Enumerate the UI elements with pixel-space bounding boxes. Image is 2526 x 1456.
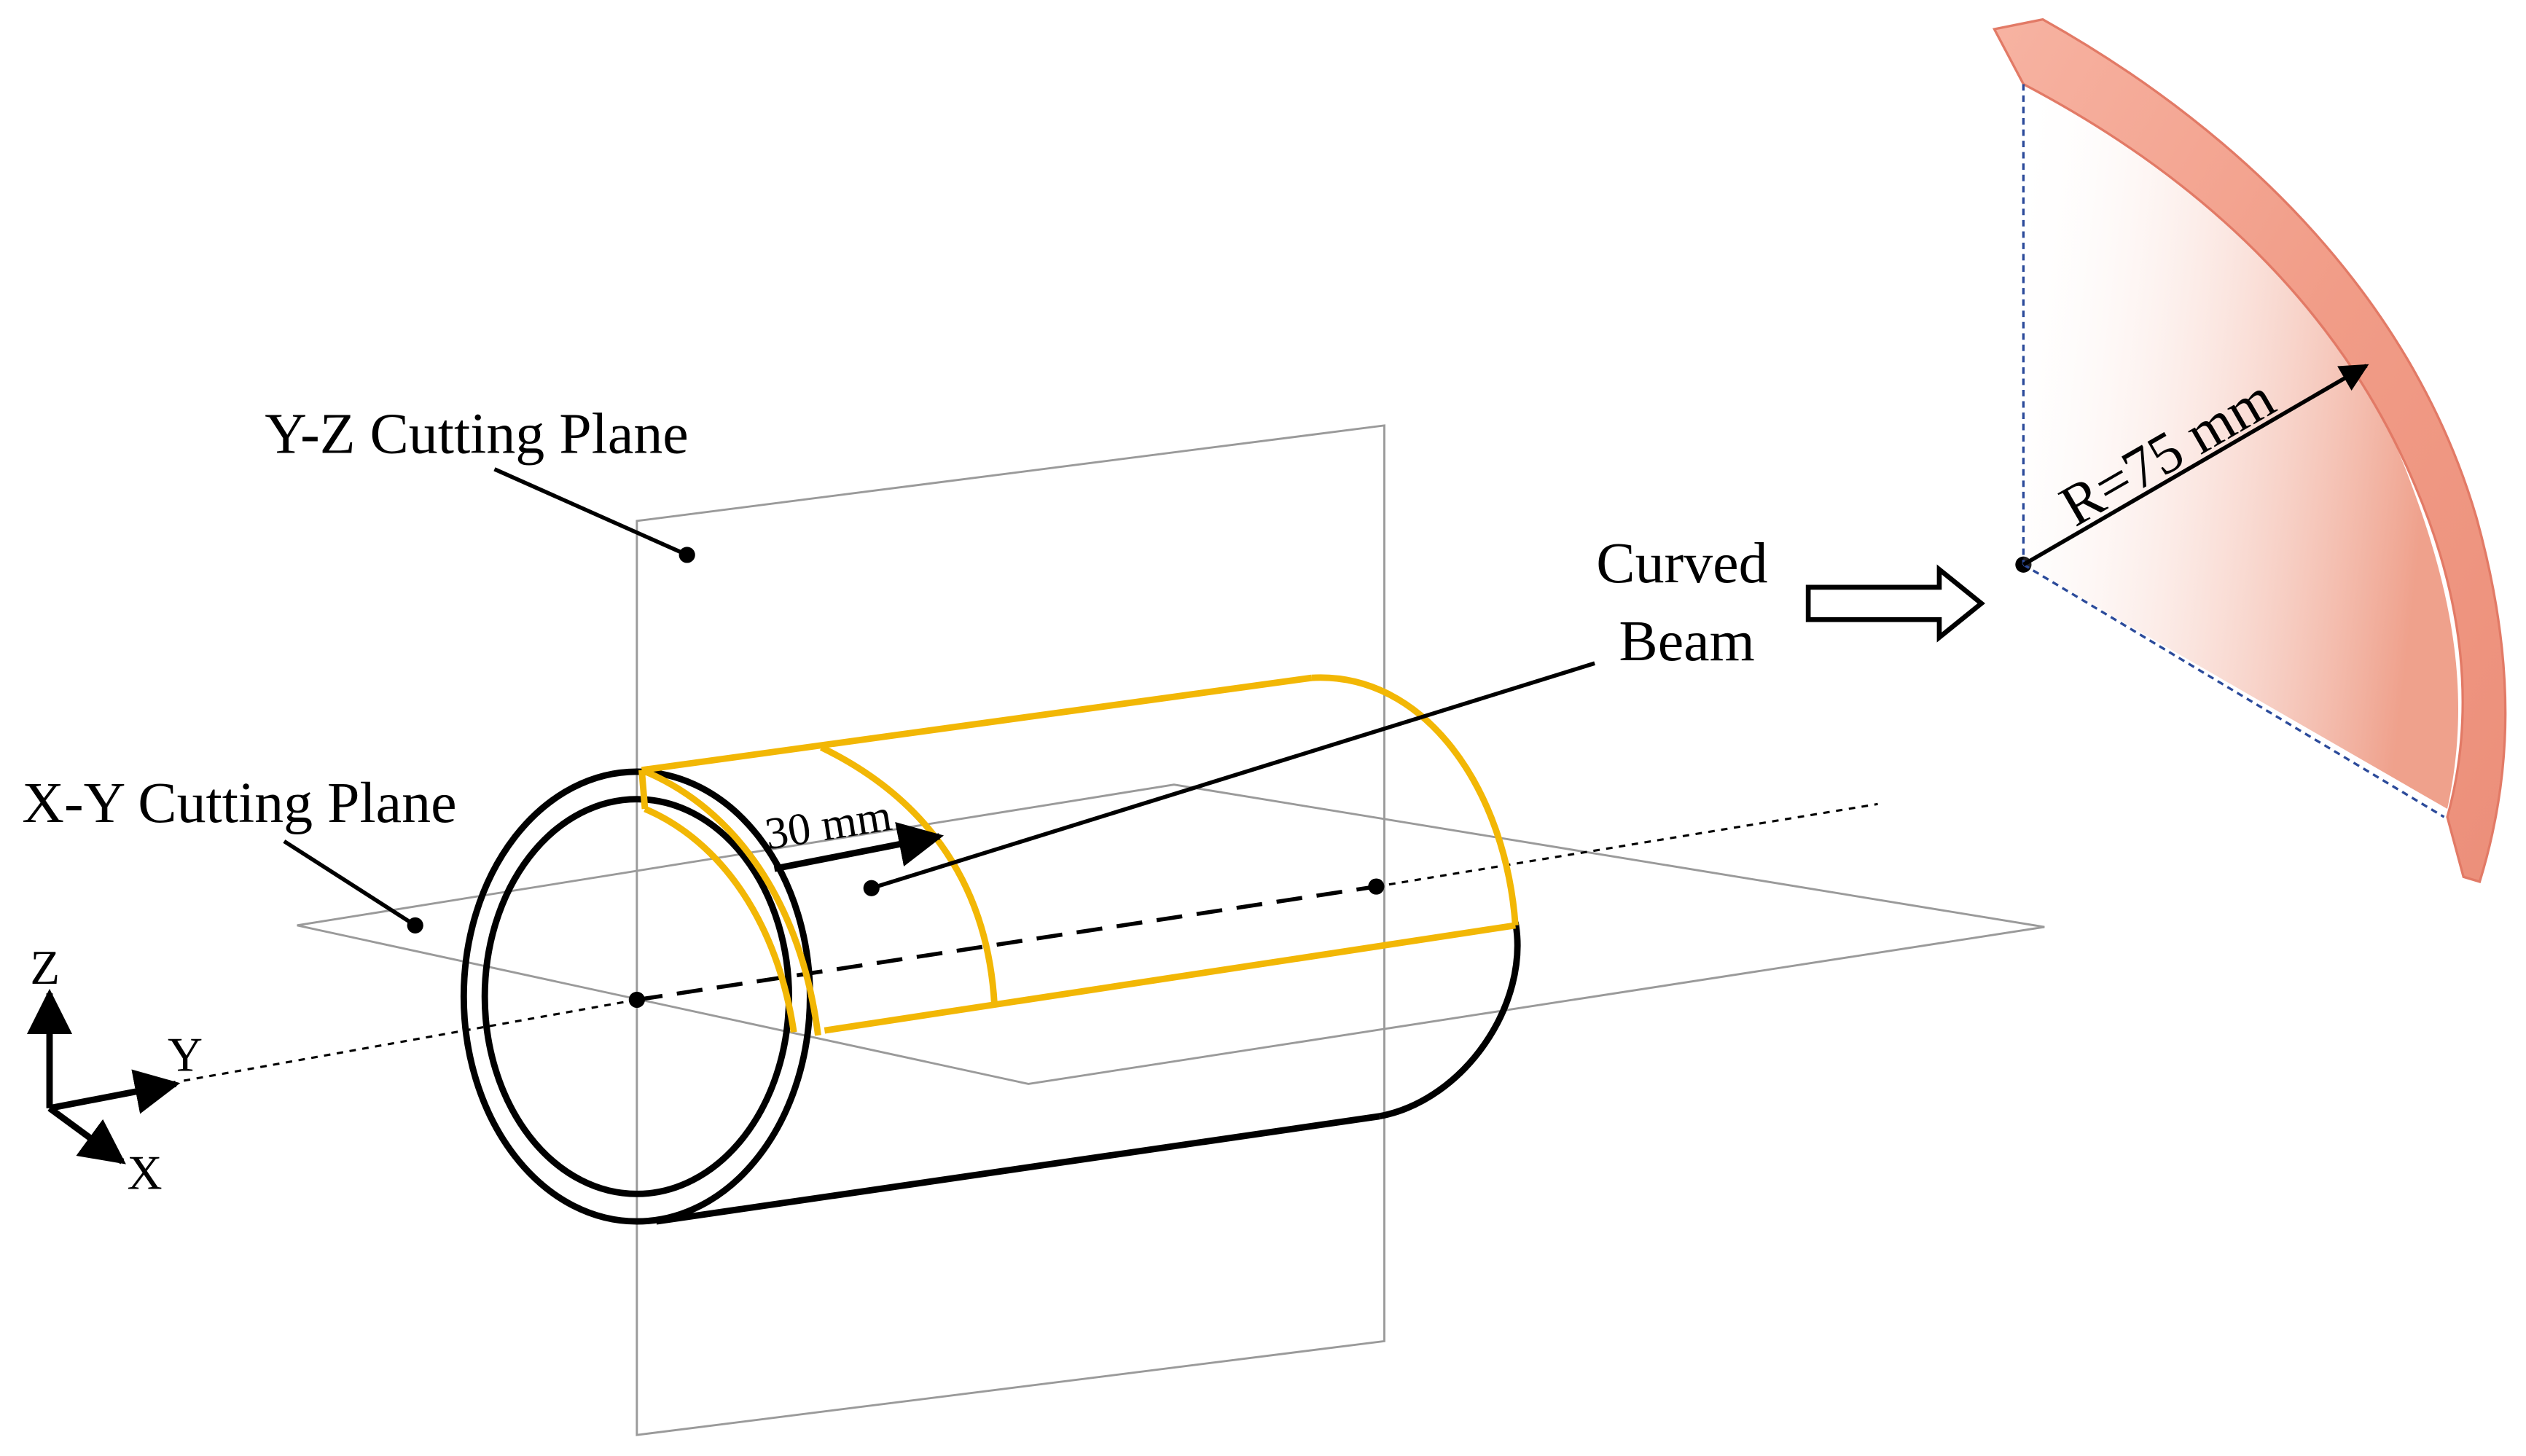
y-axis-extension [183, 998, 638, 1082]
yz-cutting-plane [636, 424, 1385, 1436]
radius-dimension-arrow [2022, 364, 2369, 567]
beam-30mm-arc [819, 744, 998, 1005]
axis-far-dot [1368, 878, 1385, 895]
axis-extension-right [1376, 802, 1878, 888]
beam-highlight [638, 674, 1519, 1036]
width-dimension-arrow [773, 822, 945, 872]
cylinder-right-end [1379, 921, 1521, 1120]
hollow-arrow-icon [1805, 564, 1985, 643]
beam-front-inner-arc [644, 805, 797, 1033]
x-axis-arrow [47, 1105, 126, 1165]
z-axis-label: Z [30, 942, 60, 995]
beam-front-top-cap [638, 770, 649, 810]
curved-beam-3d: R=75 mm [1992, 17, 2507, 883]
beam-surface [1992, 17, 2507, 883]
y-axis-arrow [49, 1069, 181, 1114]
beam-right-arc [1311, 674, 1519, 926]
beam-front-outer-arc [640, 767, 821, 1036]
curved-beam-label-line2: Beam [1619, 609, 1754, 673]
yz-plane-leader [493, 467, 688, 557]
curved-beam-label-line1: Curved [1596, 531, 1767, 595]
yz-plane-label: Y-Z Cutting Plane [265, 402, 689, 466]
cylinder-axis-dashed [636, 884, 1377, 1002]
beam-guide-diagonal [2022, 563, 2445, 818]
curved-beam-leader [870, 661, 1595, 891]
cylinder-bottom-edge [655, 1113, 1380, 1225]
origin-dot [628, 991, 645, 1009]
coordinate-axes: Z Y X [26, 942, 203, 1200]
x-axis-label: X [128, 1147, 163, 1200]
yz-plane-dot [679, 547, 695, 563]
y-axis-label: Y [168, 1029, 203, 1082]
xy-plane-leader [283, 839, 417, 928]
xy-plane-label: X-Y Cutting Plane [22, 771, 456, 835]
beam-top-edge [641, 674, 1313, 774]
beam-axis-edge [824, 922, 1516, 1034]
